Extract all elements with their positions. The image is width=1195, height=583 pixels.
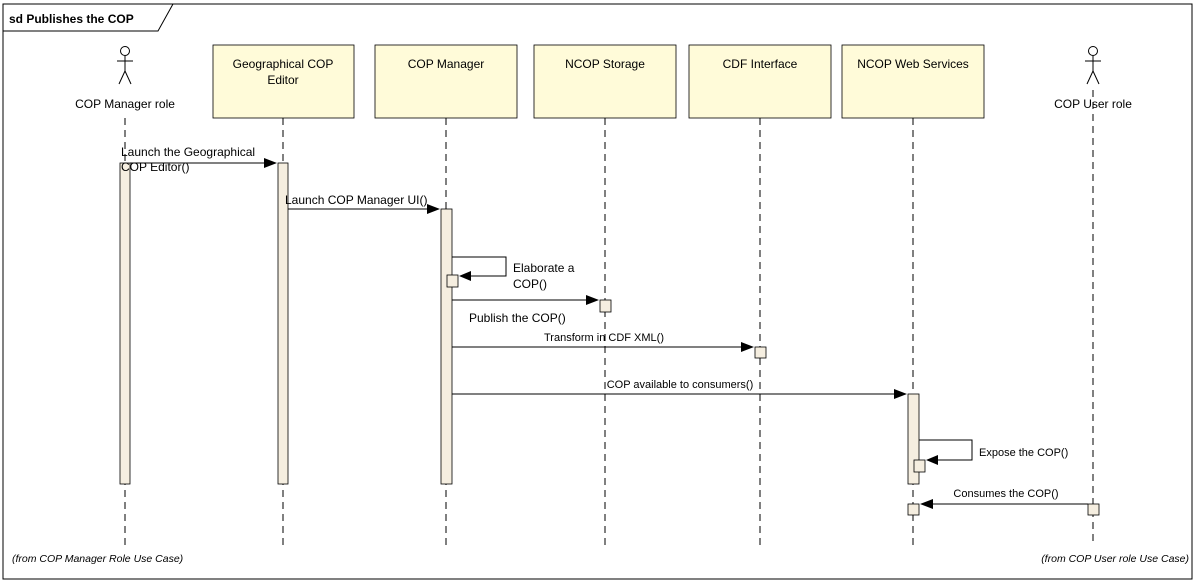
activation-bar bbox=[1087, 503, 1100, 516]
activation-bar bbox=[599, 299, 612, 313]
actor-label: COP Manager role bbox=[75, 97, 175, 111]
arrowhead-icon bbox=[894, 389, 907, 399]
activation-bar bbox=[907, 393, 920, 485]
participant-label: NCOP Storage bbox=[565, 57, 645, 71]
activation-bar bbox=[277, 162, 289, 485]
activation-bar bbox=[440, 208, 453, 485]
arrowhead-icon bbox=[586, 295, 599, 305]
message-label: Publish the COP() bbox=[469, 311, 566, 325]
message-elaborate-a-cop[interactable]: Elaborate a COP() bbox=[452, 256, 575, 291]
message-label: Transform in CDF XML() bbox=[544, 332, 664, 344]
message-label-line-2: COP Editor() bbox=[121, 160, 189, 174]
message-cop-available-to-consumers[interactable]: COP available to consumers() bbox=[452, 379, 907, 399]
message-publish-the-cop[interactable]: Publish the COP() bbox=[452, 295, 599, 325]
message-transform-in-cdf-xml[interactable]: Transform in CDF XML() bbox=[452, 332, 754, 352]
participant-label: COP Manager bbox=[408, 57, 484, 71]
actor-stick-figure-icon bbox=[1085, 46, 1101, 85]
message-label: COP available to consumers() bbox=[607, 379, 754, 391]
message-launch-geographical-cop-editor[interactable]: Launch the Geographical COP Editor() bbox=[121, 145, 277, 174]
message-label: Expose the COP() bbox=[979, 447, 1068, 459]
activations bbox=[119, 162, 1100, 516]
participant-cdf-interface[interactable]: CDF Interface bbox=[688, 44, 832, 119]
message-label: Consumes the COP() bbox=[953, 488, 1058, 500]
message-launch-cop-manager-ui[interactable]: Launch COP Manager UI() bbox=[285, 193, 440, 214]
arrowhead-icon bbox=[741, 342, 754, 352]
message-label-line-1: Elaborate a bbox=[513, 261, 575, 275]
actor-stick-figure-icon bbox=[117, 46, 133, 85]
message-label: Launch COP Manager UI() bbox=[285, 193, 428, 207]
lifelines bbox=[124, 90, 1094, 545]
participant-label: CDF Interface bbox=[723, 57, 798, 71]
participant-cop-manager[interactable]: COP Manager bbox=[374, 44, 518, 119]
arrowhead-icon bbox=[920, 499, 933, 509]
participant-label-line-2: Editor bbox=[267, 73, 298, 87]
actor-cop-manager-role[interactable]: COP Manager role bbox=[75, 46, 175, 112]
participant-ncop-storage[interactable]: NCOP Storage bbox=[533, 44, 677, 119]
message-expose-the-cop[interactable]: Expose the COP() bbox=[919, 439, 1068, 465]
activation-bar bbox=[913, 459, 926, 473]
note-from-cop-manager-role-use-case: (from COP Manager Role Use Case) bbox=[12, 553, 183, 565]
diagram-frame: sd Publishes the COP bbox=[2, 3, 1193, 580]
arrowhead-icon bbox=[926, 455, 938, 465]
activation-bar bbox=[119, 162, 131, 485]
message-label-line-2: COP() bbox=[513, 277, 547, 291]
activation-bar bbox=[754, 346, 767, 359]
participant-ncop-web-services[interactable]: NCOP Web Services bbox=[841, 44, 985, 119]
message-consumes-the-cop[interactable]: Consumes the COP() bbox=[920, 488, 1088, 509]
actor-label: COP User role bbox=[1054, 97, 1132, 111]
participant-label-line-1: Geographical COP bbox=[233, 57, 334, 71]
activation-bar bbox=[907, 503, 920, 516]
activation-bar bbox=[446, 274, 459, 288]
note-from-cop-user-role-use-case: (from COP User role Use Case) bbox=[1041, 553, 1189, 565]
arrowhead-icon bbox=[459, 271, 471, 281]
participant-geographical-cop-editor[interactable]: Geographical COP Editor bbox=[212, 44, 355, 119]
participant-label: NCOP Web Services bbox=[857, 57, 969, 71]
arrowhead-icon bbox=[264, 158, 277, 168]
message-label-line-1: Launch the Geographical bbox=[121, 145, 255, 159]
arrowhead-icon bbox=[427, 204, 440, 214]
frame-title: sd Publishes the COP bbox=[9, 12, 134, 26]
actor-cop-user-role[interactable]: COP User role bbox=[1054, 46, 1132, 112]
